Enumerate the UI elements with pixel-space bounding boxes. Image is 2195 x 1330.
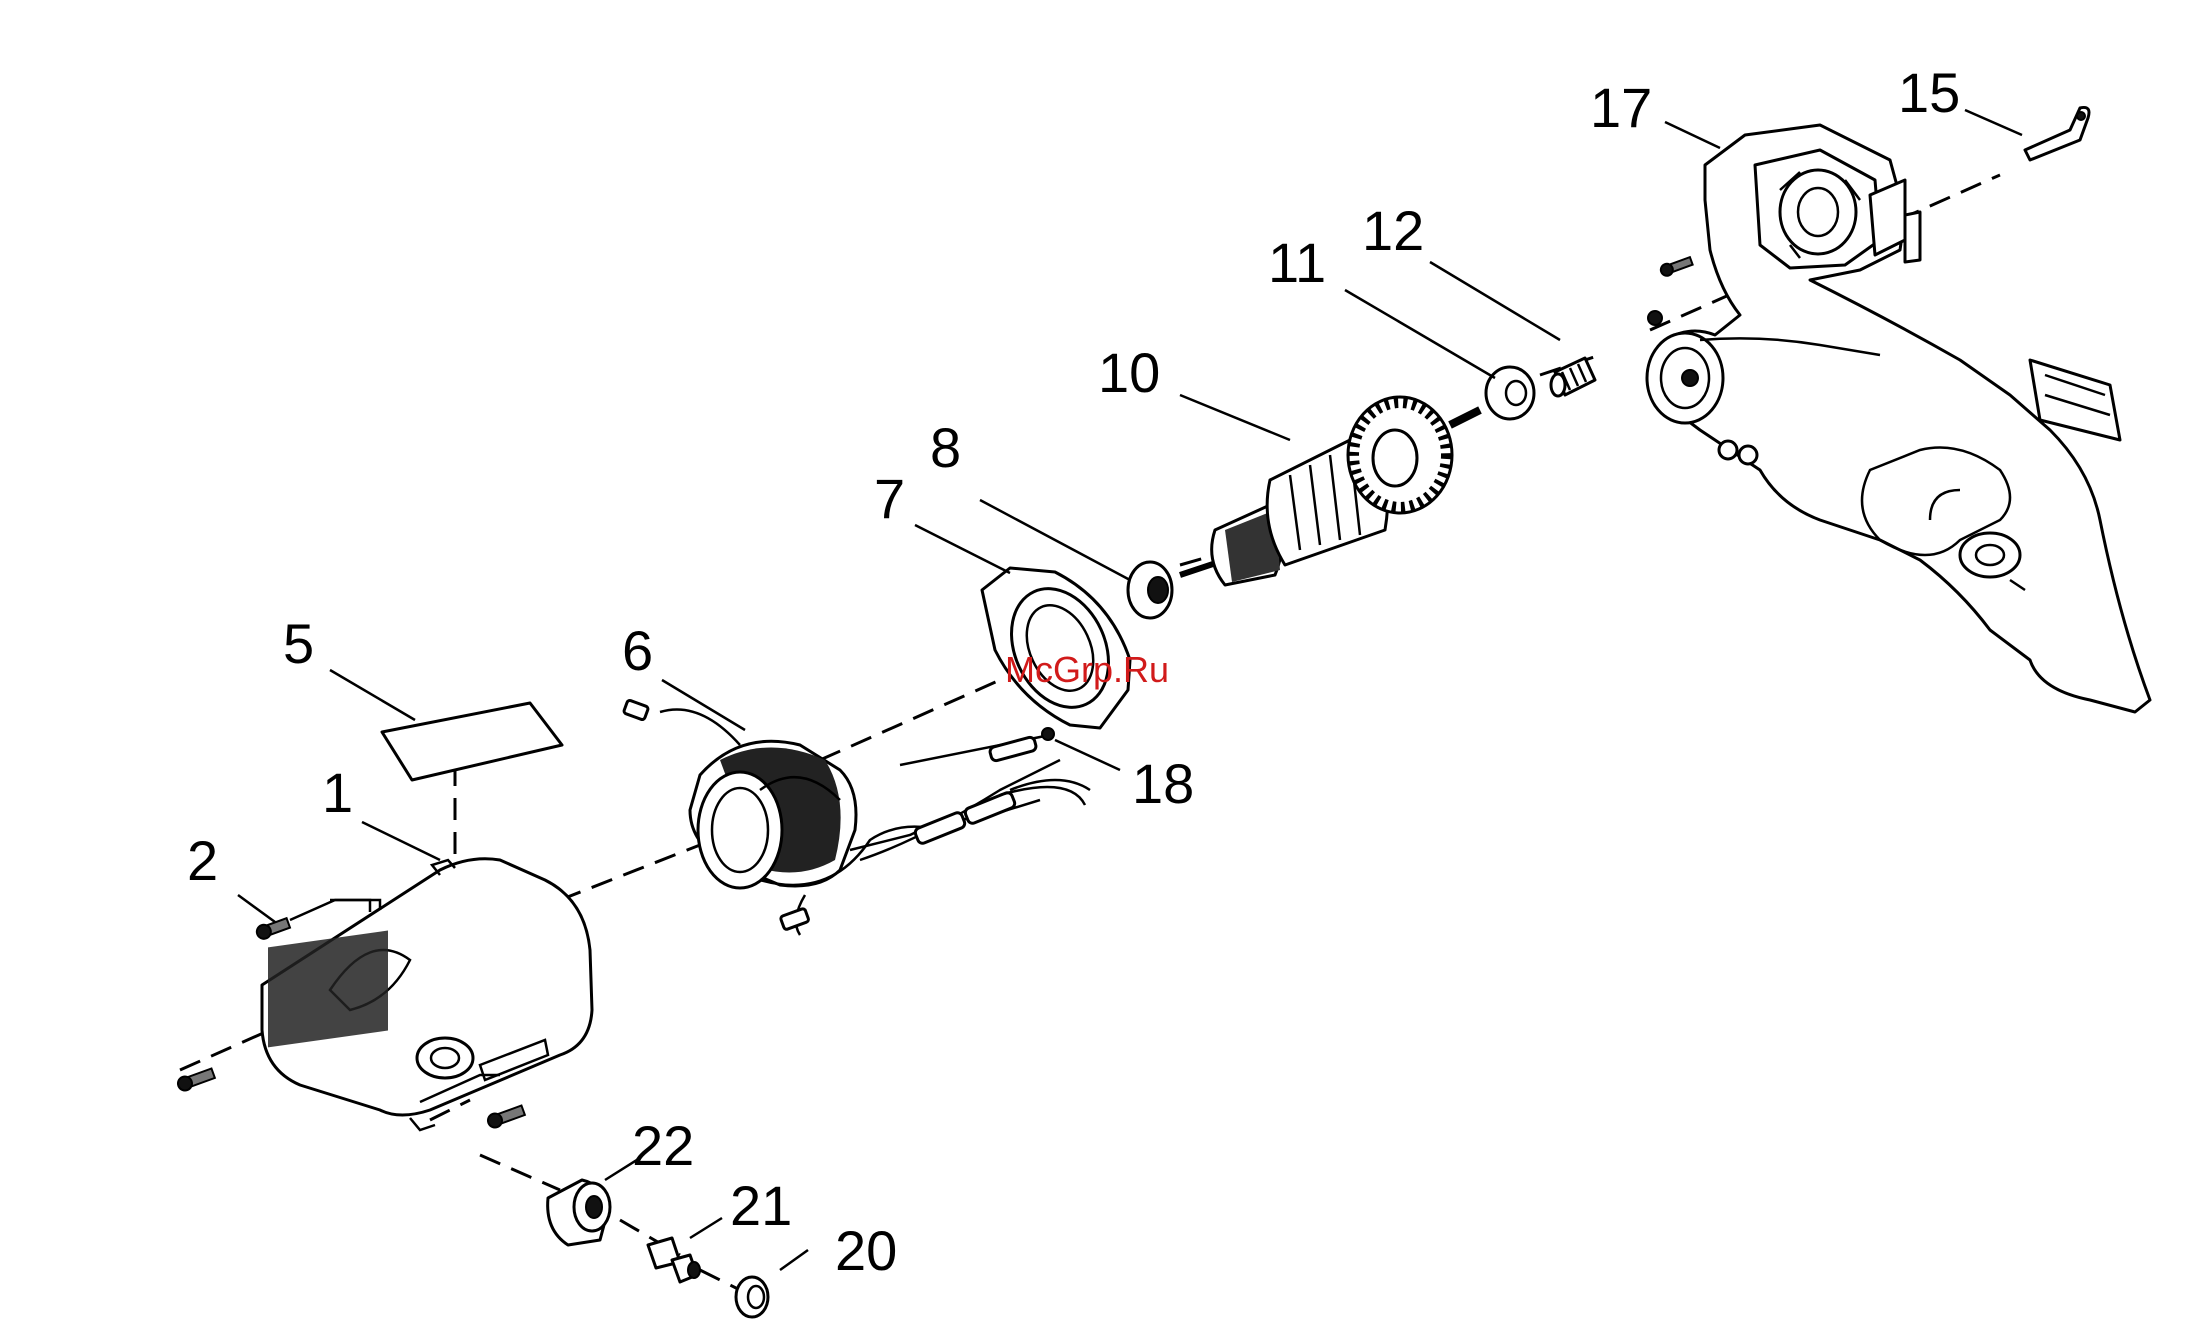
callout-15: 15 <box>1898 61 1960 124</box>
cap-part-20 <box>736 1277 768 1317</box>
callout-7: 7 <box>874 467 905 530</box>
brush-lead-part-18 <box>900 728 1054 765</box>
callout-17: 17 <box>1590 76 1652 139</box>
vent-grille <box>268 930 388 1047</box>
watermark: McGrp.Ru <box>1005 649 1169 690</box>
callout-12: 12 <box>1362 199 1424 262</box>
callout-22: 22 <box>632 1114 694 1177</box>
callout-10: 10 <box>1098 341 1160 404</box>
bearing-plate-part-7 <box>982 568 1130 728</box>
callout-5: 5 <box>283 612 314 675</box>
callout-20: 20 <box>835 1219 897 1282</box>
label-plate-part-5 <box>382 703 562 780</box>
callout-8: 8 <box>930 416 961 479</box>
armature-part-10 <box>1180 397 1480 585</box>
pinion-part-12 <box>1551 358 1595 396</box>
bearing-part-8 <box>1128 562 1172 618</box>
callout-6: 6 <box>622 619 653 682</box>
motor-housing-part-1 <box>262 859 592 1115</box>
knob-part-21 <box>648 1238 700 1282</box>
stator-part-6 <box>623 700 1090 935</box>
callout-2: 2 <box>187 829 218 892</box>
callout-21: 21 <box>730 1174 792 1237</box>
gear-housing-part-17 <box>1647 125 2150 712</box>
callout-1: 1 <box>322 761 353 824</box>
callout-11: 11 <box>1268 231 1326 294</box>
bearing-part-11 <box>1486 367 1534 419</box>
callout-18: 18 <box>1132 752 1194 815</box>
clip-part-15 <box>2025 107 2089 160</box>
